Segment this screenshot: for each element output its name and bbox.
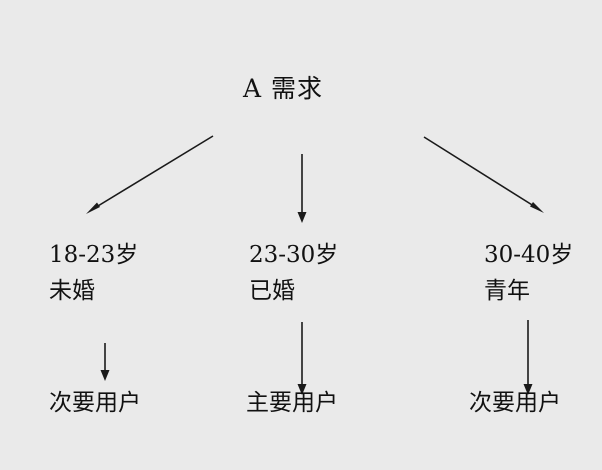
connector-root-to-segment-3 bbox=[423, 136, 544, 213]
segment-node-2: 23-30岁 已婚 bbox=[249, 244, 338, 303]
root-node-label: A 需求 bbox=[243, 74, 324, 103]
segment-node-3: 30-40岁 青年 bbox=[484, 244, 573, 303]
outcome-node-1: 次要用户 bbox=[49, 390, 141, 416]
segment-3-status-label: 青年 bbox=[484, 278, 530, 304]
outcome-node-2: 主要用户 bbox=[246, 390, 338, 416]
connector-root-to-segment-1 bbox=[86, 135, 214, 214]
connector-segment-2-to-outcome-2 bbox=[297, 322, 307, 395]
connector-segment-1-to-outcome-1 bbox=[100, 343, 110, 381]
connector-root-to-segment-2 bbox=[297, 154, 307, 223]
segment-1-age-label: 18-23岁 bbox=[49, 242, 139, 268]
segment-node-1: 18-23岁 未婚 bbox=[49, 244, 138, 303]
segment-2-age-label: 23-30岁 bbox=[249, 242, 339, 268]
segment-2-status-label: 已婚 bbox=[249, 278, 295, 304]
segment-1-status-label: 未婚 bbox=[49, 278, 95, 304]
connector-segment-3-to-outcome-3 bbox=[523, 320, 533, 395]
outcome-node-3: 次要用户 bbox=[469, 390, 561, 416]
segment-3-age-label: 30-40岁 bbox=[484, 242, 574, 268]
